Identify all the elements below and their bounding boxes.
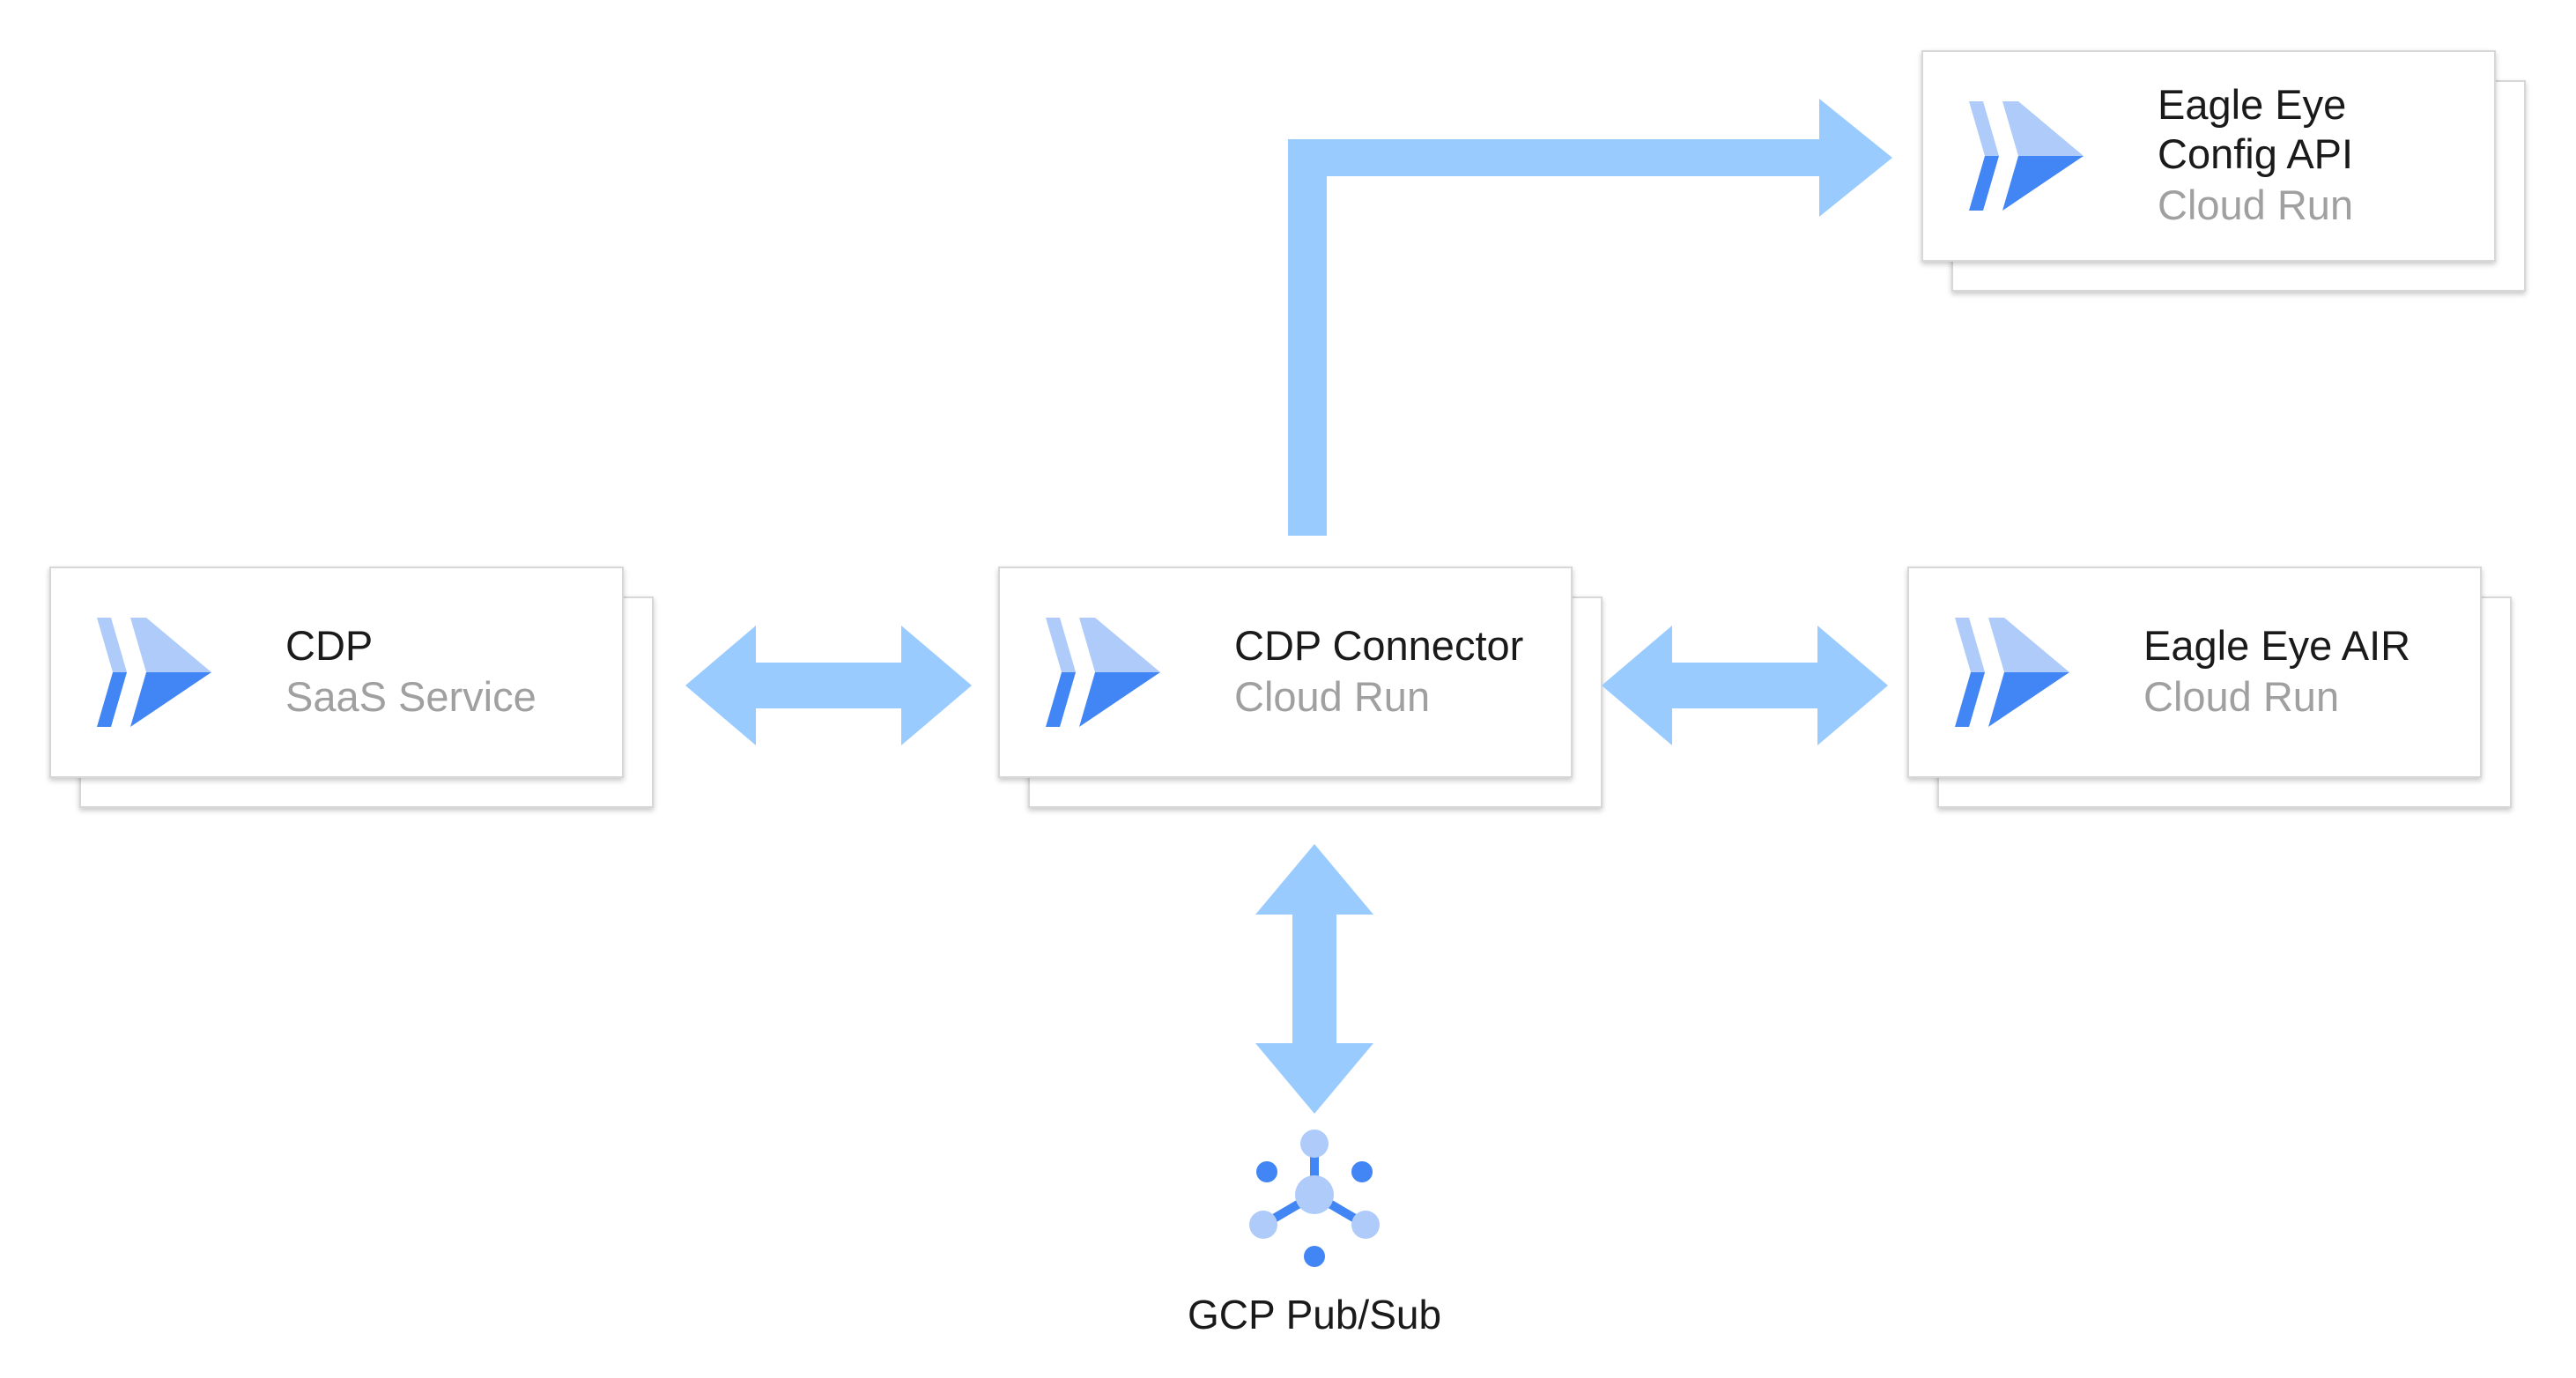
- cloud-run-icon: [1955, 618, 2069, 727]
- config-api-labels: Eagle Eye Config API Cloud Run: [2158, 50, 2353, 262]
- cloud-run-icon: [1046, 618, 1160, 727]
- cdp-labels: CDP SaaS Service: [285, 567, 537, 778]
- connector-air-bidirectional-arrow: [1602, 626, 1888, 745]
- air-title: Eagle Eye AIR: [2143, 622, 2411, 669]
- cdp-node: CDP SaaS Service: [49, 567, 654, 808]
- cdp-connector-title: CDP Connector: [1234, 622, 1524, 669]
- air-subtitle: Cloud Run: [2143, 673, 2340, 720]
- cdp-subtitle: SaaS Service: [285, 673, 537, 720]
- eagle-eye-air-node: Eagle Eye AIR Cloud Run: [1907, 567, 2512, 808]
- config-api-subtitle: Cloud Run: [2158, 182, 2354, 228]
- cdp-connector-labels: CDP Connector Cloud Run: [1234, 567, 1523, 778]
- air-labels: Eagle Eye AIR Cloud Run: [2143, 567, 2410, 778]
- cdp-connector-node: CDP Connector Cloud Run: [998, 567, 1603, 808]
- pubsub-icon: [1249, 1130, 1380, 1267]
- cloud-run-icon: [1969, 101, 2084, 211]
- config-api-card: [1921, 50, 2496, 262]
- cdp-connector-bidirectional-arrow: [685, 626, 972, 745]
- cdp-title: CDP: [285, 622, 374, 669]
- cdp-connector-subtitle: Cloud Run: [1234, 673, 1431, 720]
- connector-pubsub-bidirectional-arrow: [1255, 844, 1373, 1114]
- pubsub-label: GCP Pub/Sub: [1187, 1292, 1442, 1337]
- config-api-title-line1: Eagle Eye: [2158, 81, 2347, 128]
- cdp-connector-card: [998, 567, 1573, 778]
- cloud-run-icon: [97, 618, 211, 727]
- config-api-title-line2: Config API: [2158, 130, 2354, 177]
- eagle-eye-config-api-node: Eagle Eye Config API Cloud Run: [1921, 50, 2526, 292]
- cdp-card: [49, 567, 624, 778]
- connector-config-api-arrow: [1288, 99, 1892, 536]
- air-card: [1907, 567, 2482, 778]
